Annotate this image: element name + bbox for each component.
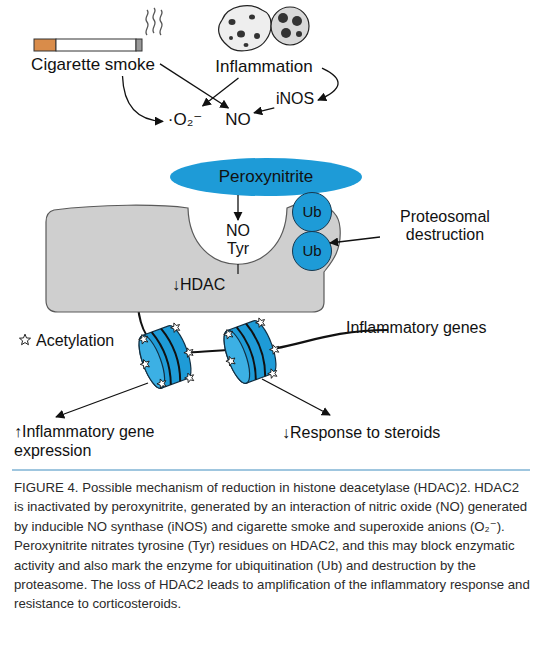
source-label: Inflammation (206, 56, 322, 78)
dna-wrap (246, 322, 270, 376)
acetylation-star (137, 333, 149, 345)
cell-granule (237, 31, 245, 38)
hdac-enzyme-shape-text: ↓HDAC (172, 276, 225, 294)
acetylation-star (268, 343, 280, 355)
cigarette-filter (34, 39, 56, 51)
connector-arrow (237, 195, 238, 220)
oxidant-label-text: NO (225, 110, 251, 130)
oxidant-label: ·O₂⁻ (163, 106, 207, 134)
cell-granule (254, 33, 260, 39)
acetylation-star (169, 321, 181, 333)
nucleus-lobe (292, 16, 302, 26)
nitrated-tyrosine-label: NO Tyr (216, 220, 260, 260)
effect-arrow (56, 383, 148, 417)
oxidant-label-text: ·O₂⁻ (168, 110, 202, 130)
nucleosome (216, 315, 288, 391)
peroxynitrite-ellipse-text: Peroxynitrite (219, 167, 313, 187)
source-label-text: Cigarette smoke (31, 55, 155, 75)
annotation-label: ↓Response to steroids (282, 423, 482, 442)
acetylation-star (267, 367, 279, 379)
neutrophil-cell (271, 7, 309, 45)
effect-arrow (262, 379, 330, 415)
oxidant-label: NO (222, 108, 254, 132)
enzyme-label-text: iNOS (276, 90, 314, 108)
connector-arrow (318, 68, 338, 100)
peroxynitrite-ellipse: Peroxynitrite (170, 158, 362, 196)
nitrated-tyrosine-label-text: NO Tyr (216, 222, 260, 259)
ubiquitin-circle-text: Ub (302, 242, 321, 259)
smoke-wisp (153, 8, 155, 33)
connector-arrow (203, 78, 239, 106)
nucleosome-body (134, 323, 196, 391)
connector-arrow (330, 237, 380, 243)
process-label-text: Proteosomal destruction (380, 208, 510, 245)
nucleosome-body (219, 318, 281, 386)
acetylation-star (222, 328, 234, 340)
process-label: Proteosomal destruction (380, 204, 510, 248)
cigarette-body (56, 39, 136, 51)
acetylation-star (254, 316, 266, 328)
ubiquitin-circle: Ub (292, 192, 332, 232)
enzyme-label: iNOS (272, 88, 318, 110)
cell-granule (229, 19, 236, 25)
connector-arrow (254, 108, 274, 113)
cell-granule (249, 15, 255, 20)
residue-stem (237, 264, 238, 274)
connector-arrow (160, 64, 228, 108)
acetylation-star (139, 358, 151, 370)
dna-wrap (237, 325, 261, 379)
cell-granule (229, 36, 233, 40)
nucleosome (131, 320, 203, 396)
legend-text: Acetylation (36, 331, 114, 350)
dna-wrap (152, 330, 176, 384)
figure-caption: FIGURE 4. Possible mechanism of reductio… (14, 478, 530, 614)
nucleus-lobe (281, 28, 291, 38)
dna-wrap (161, 327, 185, 381)
acetylation-star (225, 355, 237, 367)
ubiquitin-circle-text: Ub (302, 203, 321, 220)
source-label-text: Inflammation (215, 57, 312, 77)
macrophage-cell (219, 6, 272, 51)
source-label: Cigarette smoke (26, 54, 160, 76)
cigarette-ash (136, 39, 142, 51)
annotation-label: Inflammatory genes (346, 318, 516, 337)
cell-granule (244, 43, 249, 47)
acetylation-star (183, 346, 195, 358)
nucleosome-face (134, 332, 170, 391)
nucleus-lobe (278, 13, 288, 23)
annotation-label: ↑Inflammatory gene expression (14, 422, 184, 460)
acetylation-star (156, 377, 168, 389)
caption-rule (12, 469, 530, 471)
nucleus-lobe (296, 31, 302, 37)
nucleosome-face (219, 327, 255, 386)
smoke-wisp (146, 10, 148, 35)
legend-star (19, 334, 30, 345)
ellipse-fill (170, 158, 362, 196)
smoke-wisp (160, 10, 162, 35)
ubiquitin-circle: Ub (292, 231, 332, 271)
acetylation-star (183, 372, 195, 384)
connector-arrow (123, 76, 164, 121)
